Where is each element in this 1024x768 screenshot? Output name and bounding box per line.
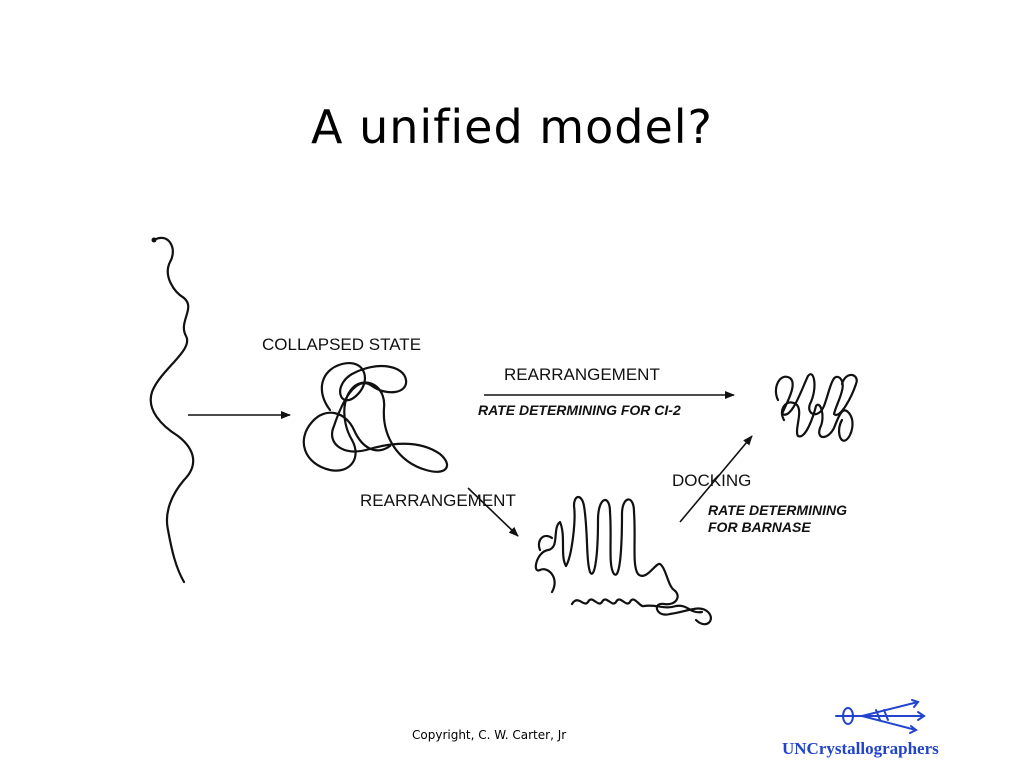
slide-title: A unified model? <box>311 100 713 154</box>
unfolded-chain <box>149 236 195 584</box>
rate-barnase-label-line1: RATE DETERMINING <box>708 502 847 518</box>
folding-diagram: COLLAPSED STATE REARRANGEMENT RATE DETER… <box>149 236 858 626</box>
rate-ci2-label: RATE DETERMINING FOR CI-2 <box>478 402 681 418</box>
arrow-docking <box>679 435 753 523</box>
folded-state <box>774 373 858 442</box>
rearrangement-bottom-label: REARRANGEMENT <box>360 491 516 510</box>
rate-barnase-label-line2: FOR BARNASE <box>708 519 811 535</box>
copyright-notice: Copyright, C. W. Carter, Jr <box>412 728 567 742</box>
docking-label: DOCKING <box>672 471 751 490</box>
arrow-rearrangement-bottom <box>467 487 519 537</box>
collapsed-tangle <box>302 361 449 473</box>
rearrangement-top-label: REARRANGEMENT <box>504 365 660 384</box>
intermediate-state <box>534 495 712 626</box>
collapsed-state-label: COLLAPSED STATE <box>262 335 421 354</box>
crystal-arrows-icon <box>835 699 926 734</box>
logo-text: UNCrystallographers <box>782 739 939 758</box>
